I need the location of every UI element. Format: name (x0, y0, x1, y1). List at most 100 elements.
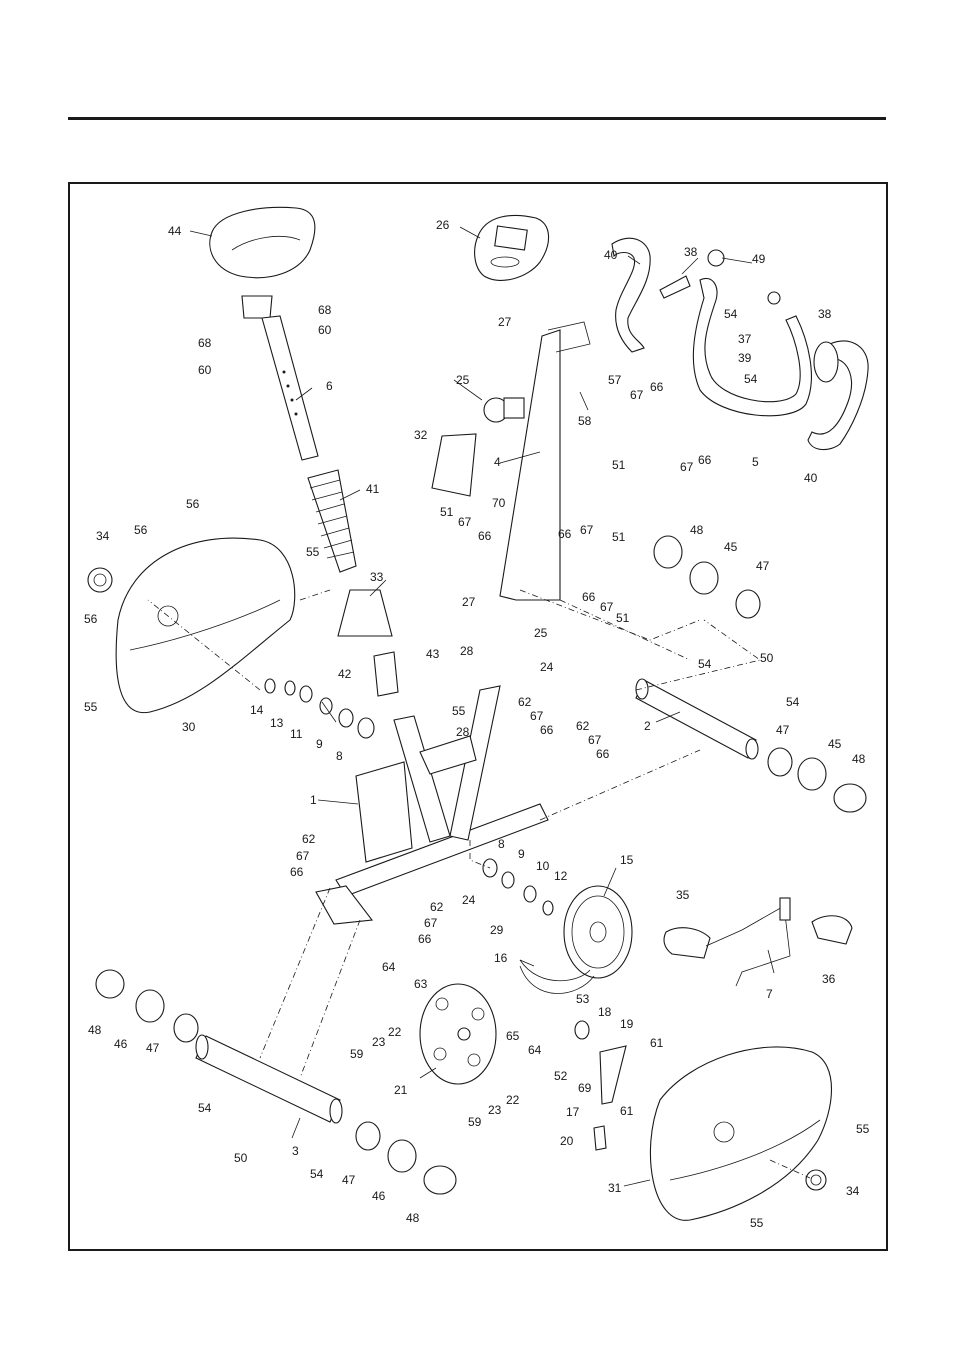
callout-54: 54 (198, 1101, 212, 1115)
callout-49: 49 (752, 252, 766, 266)
callout-56: 56 (134, 523, 148, 537)
callout-23: 23 (372, 1035, 386, 1049)
callout-15: 15 (620, 853, 634, 867)
callout-21: 21 (394, 1083, 408, 1097)
callout-35: 35 (676, 888, 690, 902)
callout-7: 7 (766, 987, 773, 1001)
callout-6: 6 (326, 379, 333, 393)
callout-9: 9 (518, 847, 525, 861)
callout-33: 33 (370, 570, 384, 584)
callout-47: 47 (146, 1041, 160, 1055)
callout-10: 10 (536, 859, 550, 873)
callout-45: 45 (828, 737, 842, 751)
callout-48: 48 (690, 523, 704, 537)
callout-51: 51 (440, 505, 454, 519)
tension-knob-part (483, 397, 525, 423)
right-shroud-part (649, 1046, 832, 1221)
callout-14: 14 (250, 703, 264, 717)
callout-54: 54 (724, 307, 738, 321)
callout-55: 55 (306, 545, 320, 559)
callout-2: 2 (644, 719, 651, 733)
callout-55: 55 (856, 1122, 870, 1136)
callout-48: 48 (88, 1023, 102, 1037)
main-frame-part (315, 685, 549, 925)
callout-8: 8 (498, 837, 505, 851)
callout-27: 27 (462, 595, 476, 609)
callout-64: 64 (528, 1043, 542, 1057)
callout-61: 61 (650, 1036, 664, 1050)
callout-9: 9 (316, 737, 323, 751)
callout-46: 46 (114, 1037, 128, 1051)
callout-47: 47 (756, 559, 770, 573)
callout-62: 62 (518, 695, 532, 709)
callout-47: 47 (342, 1173, 356, 1187)
callout-51: 51 (616, 611, 630, 625)
diagram-frame (68, 182, 888, 1251)
callout-13: 13 (270, 716, 284, 730)
seat-part (209, 206, 316, 319)
callout-32: 32 (414, 428, 428, 442)
callout-28: 28 (456, 725, 470, 739)
callout-22: 22 (388, 1025, 402, 1039)
callout-67: 67 (458, 515, 472, 529)
callout-19: 19 (620, 1017, 634, 1031)
callout-67: 67 (600, 600, 614, 614)
callout-46: 46 (372, 1189, 386, 1203)
callout-45: 45 (724, 540, 738, 554)
callout-62: 62 (576, 719, 590, 733)
callout-67: 67 (530, 709, 544, 723)
callout-56: 56 (84, 612, 98, 626)
callout-38: 38 (818, 307, 832, 321)
callout-31: 31 (608, 1181, 622, 1195)
callout-67: 67 (630, 388, 644, 402)
callout-63: 63 (414, 977, 428, 991)
callout-67: 67 (588, 733, 602, 747)
crank-pedal-part (663, 897, 853, 987)
callout-labels: 44 68 60 68 60 6 41 56 34 56 55 33 56 55… (84, 218, 870, 1230)
assembly-lines (147, 589, 811, 1179)
leader-lines (189, 226, 775, 1187)
callout-34: 34 (96, 529, 110, 543)
callout-54: 54 (786, 695, 800, 709)
callout-61: 61 (620, 1104, 634, 1118)
callout-52: 52 (554, 1069, 568, 1083)
callout-26: 26 (436, 218, 450, 232)
callout-43: 43 (426, 647, 440, 661)
callout-51: 51 (612, 458, 626, 472)
callout-65: 65 (506, 1029, 520, 1043)
callout-66: 66 (698, 453, 712, 467)
seat-post-part (261, 315, 319, 461)
callout-66: 66 (650, 380, 664, 394)
callout-51: 51 (612, 530, 626, 544)
front-stabilizer-part (95, 969, 457, 1195)
callout-66: 66 (558, 527, 572, 541)
callout-22: 22 (506, 1093, 520, 1107)
callout-38: 38 (684, 245, 698, 259)
callout-41: 41 (366, 482, 380, 496)
callout-48: 48 (406, 1211, 420, 1225)
idler-bracket-part (574, 1020, 627, 1151)
belt-pulley-part (519, 885, 633, 994)
callout-24: 24 (462, 893, 476, 907)
callout-20: 20 (560, 1134, 574, 1148)
handlebar-part (611, 237, 869, 451)
callout-55: 55 (750, 1216, 764, 1230)
callout-67: 67 (580, 523, 594, 537)
callout-50: 50 (234, 1151, 248, 1165)
callout-4: 4 (494, 455, 501, 469)
callout-37: 37 (738, 332, 752, 346)
callout-60: 60 (318, 323, 332, 337)
callout-42: 42 (338, 667, 352, 681)
seat-tube-sleeve-part (373, 651, 399, 697)
callout-59: 59 (350, 1047, 364, 1061)
callout-66: 66 (478, 529, 492, 543)
callout-36: 36 (822, 972, 836, 986)
callout-25: 25 (534, 626, 548, 640)
callout-17: 17 (566, 1105, 580, 1119)
callout-57: 57 (608, 373, 622, 387)
callout-53: 53 (576, 992, 590, 1006)
callout-24: 24 (540, 660, 554, 674)
bearing-washer-parts (264, 678, 554, 916)
callout-54: 54 (698, 657, 712, 671)
